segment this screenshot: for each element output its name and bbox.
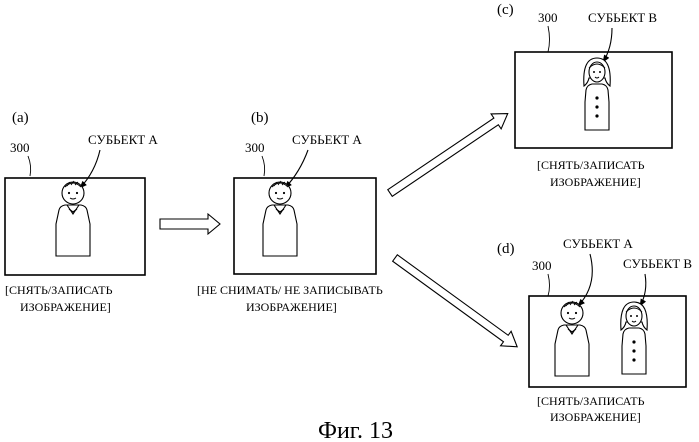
- panel-b-ref-leader: [262, 156, 265, 176]
- panel-d-subject-a-label: СУБЬЕКТ А: [563, 236, 633, 251]
- panel-c: (c) 300 СУБЬЕКТ В [СНЯТЬ/ЗАПИСАТЬ ИЗОБРА…: [497, 2, 672, 189]
- panel-d-subject-a-arrow: [578, 254, 592, 306]
- panel-d-subject-b-arrow: [640, 274, 646, 306]
- panel-a-subject-label: СУБЬЕКТ А: [88, 132, 158, 147]
- panel-a-subject-figure: [56, 181, 90, 256]
- panel-a-ref-number: 300: [10, 140, 30, 155]
- panel-c-subject-figure: [584, 58, 610, 130]
- panel-b-ref-number: 300: [245, 140, 265, 155]
- panel-b: (b) 300 СУБЬЕКТ А [НЕ СНИМАТЬ/ НЕ ЗАПИСЫ…: [197, 110, 383, 314]
- panel-d-caption-line2: ИЗОБРАЖЕНИЕ]: [550, 410, 641, 424]
- arrow-a-to-b: [160, 214, 220, 234]
- panel-b-letter: (b): [251, 110, 269, 126]
- panel-a-caption-line2: ИЗОБРАЖЕНИЕ]: [20, 300, 111, 314]
- panel-d-letter: (d): [497, 241, 515, 257]
- panel-d-ref-leader: [548, 274, 550, 296]
- panel-b-caption-line2: ИЗОБРАЖЕНИЕ]: [246, 300, 337, 314]
- panel-c-caption-line2: ИЗОБРАЖЕНИЕ]: [550, 175, 641, 189]
- panel-d-subject-a-figure: [555, 301, 589, 376]
- panel-b-subject-figure: [263, 181, 297, 256]
- panel-a: (a) 300 СУБЬЕКТ А [СНЯТЬ/ЗАПИСАТЬ ИЗОБРА…: [5, 110, 158, 314]
- panel-b-subject-label: СУБЬЕКТ А: [292, 132, 362, 147]
- panel-d: (d) 300 СУБЬЕКТ А СУБЬЕКТ В [СНЯТЬ/ЗАПИС…: [497, 236, 692, 424]
- panel-c-subject-label: СУБЬЕКТ В: [588, 10, 657, 25]
- figure-caption: Фиг. 13: [318, 418, 393, 442]
- panel-b-caption-line1: [НЕ СНИМАТЬ/ НЕ ЗАПИСЫВАТЬ: [197, 283, 383, 297]
- panel-c-caption-line1: [СНЯТЬ/ЗАПИСАТЬ: [537, 158, 645, 172]
- panel-d-frame: [529, 296, 686, 387]
- panel-d-subject-b-label: СУБЬЕКТ В: [623, 256, 692, 271]
- panel-b-frame: [234, 178, 376, 274]
- panel-d-ref-number: 300: [532, 258, 552, 273]
- panel-c-subject-arrow: [603, 28, 612, 62]
- panel-c-ref-number: 300: [538, 10, 558, 25]
- panel-a-ref-leader: [28, 156, 31, 176]
- panel-b-subject-arrow: [285, 150, 308, 188]
- arrow-b-to-d: [390, 251, 523, 354]
- panel-a-caption-line1: [СНЯТЬ/ЗАПИСАТЬ: [5, 283, 113, 297]
- panel-d-subject-b-figure: [621, 302, 647, 374]
- panel-a-subject-arrow: [80, 150, 100, 188]
- arrow-b-to-c: [385, 106, 513, 200]
- panel-a-letter: (a): [12, 110, 29, 126]
- panel-d-caption-line1: [СНЯТЬ/ЗАПИСАТЬ: [537, 394, 645, 408]
- panel-c-letter: (c): [497, 2, 514, 18]
- panel-c-ref-leader: [548, 26, 550, 52]
